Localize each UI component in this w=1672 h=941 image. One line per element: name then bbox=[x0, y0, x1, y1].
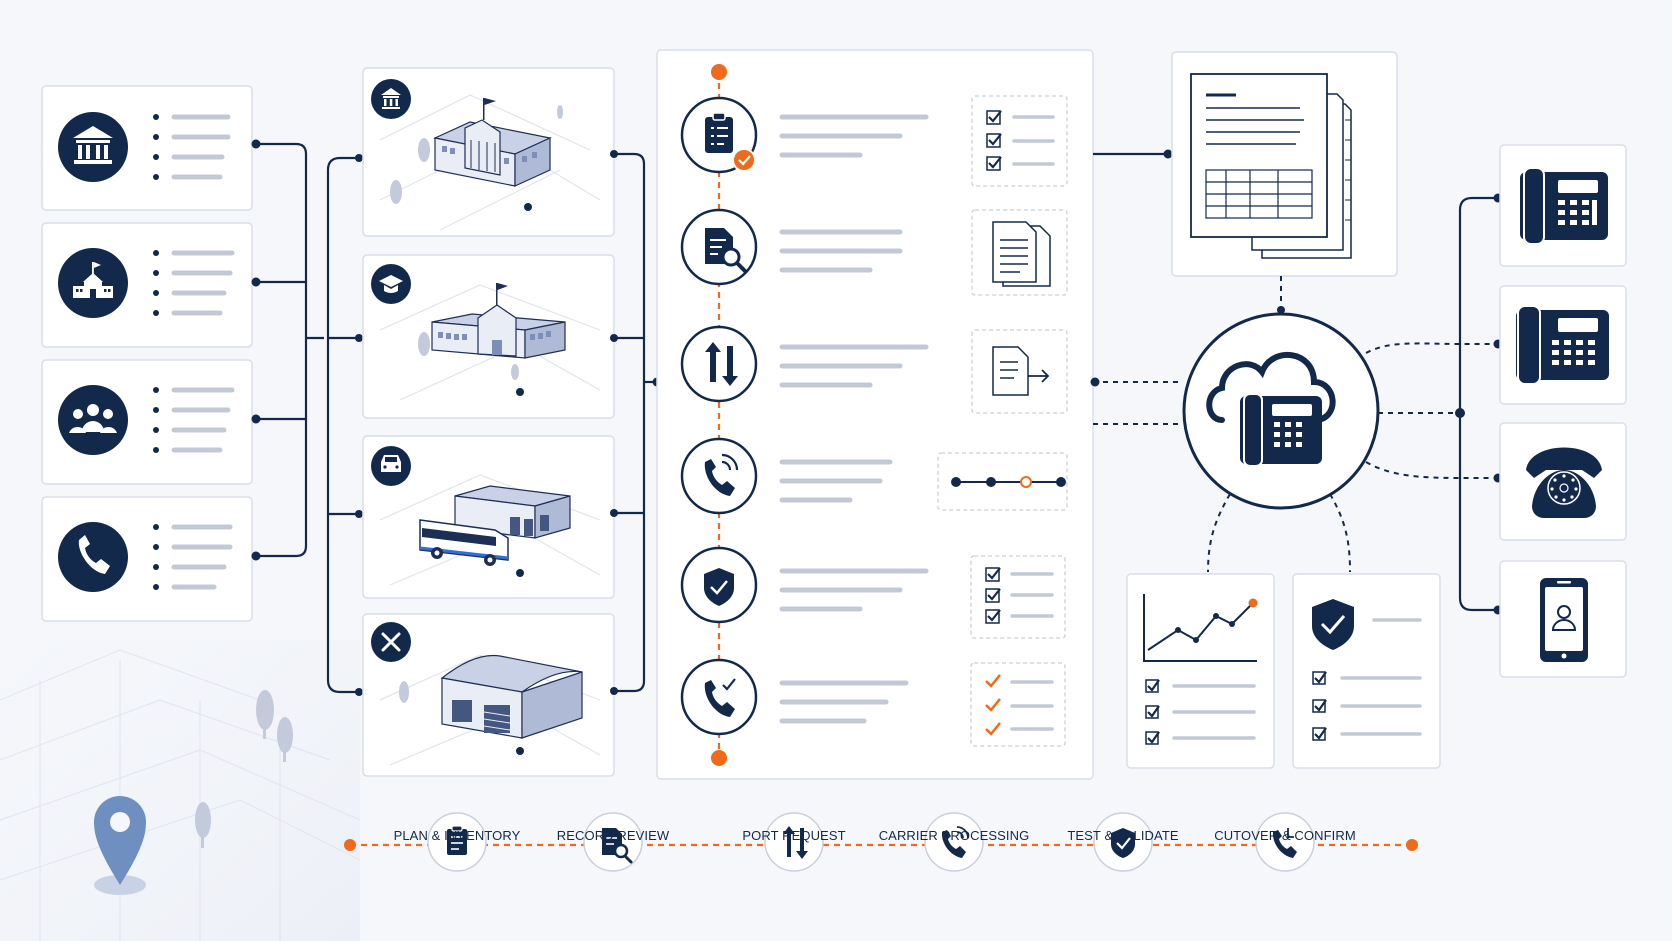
process-step-plan bbox=[680, 95, 1068, 187]
step-label-plan-inventory: PLAN & INVENTORY bbox=[393, 828, 521, 843]
phone-signal-icon bbox=[941, 826, 969, 858]
site-column bbox=[362, 67, 615, 777]
transfer-arrows-icon bbox=[783, 826, 808, 859]
documents-card bbox=[971, 209, 1068, 296]
process-step-carrier-processing bbox=[680, 437, 1068, 515]
location-pin-icon bbox=[94, 796, 146, 895]
timeline-end-dot bbox=[711, 750, 727, 766]
shield-check-icon bbox=[1312, 599, 1354, 650]
progress-track-card bbox=[937, 452, 1068, 511]
entity-card-phone bbox=[41, 496, 261, 622]
clipboard-icon bbox=[705, 112, 733, 153]
step-label-carrier-processing: CARRIER PROCESSING bbox=[878, 828, 1030, 843]
bottom-step-timeline bbox=[344, 812, 1418, 872]
site-card-city-hall bbox=[362, 67, 615, 237]
entity-card-community bbox=[41, 359, 261, 485]
mobile-phone-icon bbox=[1540, 578, 1588, 662]
document-search-icon bbox=[602, 828, 633, 864]
government-building-icon bbox=[381, 88, 401, 109]
process-panel bbox=[656, 49, 1094, 780]
orange-checklist-card bbox=[970, 662, 1066, 747]
warehouse-building-illustration bbox=[440, 654, 583, 739]
entity-column bbox=[41, 85, 261, 622]
tree-icon bbox=[418, 332, 519, 380]
phone-signal-icon bbox=[704, 453, 739, 496]
analytics-card bbox=[1126, 573, 1275, 769]
process-step-cutover bbox=[680, 658, 1066, 747]
phone-check-icon bbox=[704, 678, 736, 717]
tree-icon bbox=[390, 105, 563, 204]
transfer-arrows-icon bbox=[705, 342, 738, 386]
step-label-record-review: RECORD REVIEW bbox=[556, 828, 670, 843]
document-stack-card bbox=[1171, 51, 1398, 277]
device-column bbox=[1365, 144, 1627, 678]
site-card-transit-depot bbox=[362, 435, 615, 599]
process-step-port-request bbox=[680, 325, 1068, 414]
vehicle-icon bbox=[381, 455, 401, 472]
line-chart-icon bbox=[1143, 594, 1258, 662]
shield-check-icon bbox=[1111, 828, 1135, 858]
process-step-test-validate bbox=[680, 546, 1066, 639]
government-building-icon bbox=[73, 126, 113, 164]
step-label-port-request: PORT REQUEST bbox=[742, 828, 846, 843]
security-card bbox=[1292, 573, 1441, 769]
process-step-record-review bbox=[680, 208, 1068, 296]
tree-icon bbox=[195, 690, 293, 848]
timeline-step-port-request bbox=[764, 812, 824, 872]
site-card-school bbox=[362, 254, 615, 419]
checklist-card bbox=[970, 555, 1066, 639]
clipboard-icon bbox=[447, 825, 467, 855]
phone-check-icon bbox=[1272, 828, 1297, 858]
city-hall-building-illustration bbox=[433, 98, 552, 187]
tools-icon bbox=[381, 632, 401, 652]
ip-phone-icon bbox=[1516, 305, 1609, 385]
school-building-icon bbox=[73, 262, 113, 298]
timeline-step-test-validate bbox=[1093, 812, 1153, 872]
step-label-cutover-confirm: CUTOVER & CONFIRM bbox=[1214, 828, 1356, 843]
entity-card-school bbox=[41, 222, 261, 348]
device-card-mobile-phone bbox=[1499, 560, 1627, 678]
document-export-card bbox=[971, 329, 1068, 414]
timeline-start-dot bbox=[711, 64, 727, 80]
timeline-start-dot bbox=[344, 839, 356, 851]
desk-phone-icon bbox=[1520, 167, 1608, 245]
timeline-step-record-review bbox=[583, 812, 643, 872]
tree-icon bbox=[399, 681, 409, 703]
device-card-rotary-phone bbox=[1499, 422, 1627, 541]
check-badge-icon bbox=[732, 148, 756, 172]
timeline-step-carrier-processing bbox=[924, 812, 984, 872]
timeline-end-dot bbox=[1406, 839, 1418, 851]
document-search-icon bbox=[705, 228, 747, 273]
shield-check-icon bbox=[704, 568, 734, 606]
cloud-phone-icon bbox=[1206, 351, 1336, 467]
bus-illustration bbox=[419, 519, 509, 566]
graduation-cap-icon bbox=[379, 275, 403, 293]
connector-entities-to-sites bbox=[256, 142, 363, 696]
people-group-icon bbox=[69, 404, 117, 433]
rotary-phone-icon bbox=[1526, 447, 1602, 518]
step-label-test-validate: TEST & VALIDATE bbox=[1067, 828, 1179, 843]
checklist-card bbox=[971, 95, 1068, 187]
device-card-desk-phone bbox=[1499, 144, 1627, 267]
school-building-illustration bbox=[431, 283, 566, 359]
device-card-ip-phone bbox=[1499, 285, 1627, 405]
timeline-step-cutover bbox=[1255, 812, 1315, 872]
cloud-hub-section bbox=[1090, 51, 1441, 769]
background-map-texture bbox=[0, 640, 361, 941]
cloud-phone-hub bbox=[1182, 312, 1380, 510]
connector-sites-to-process bbox=[610, 150, 662, 695]
timeline-step-plan bbox=[427, 812, 487, 872]
phone-handset-icon bbox=[78, 535, 110, 574]
entity-card-government bbox=[41, 85, 261, 211]
site-card-maintenance-facility bbox=[362, 613, 615, 777]
